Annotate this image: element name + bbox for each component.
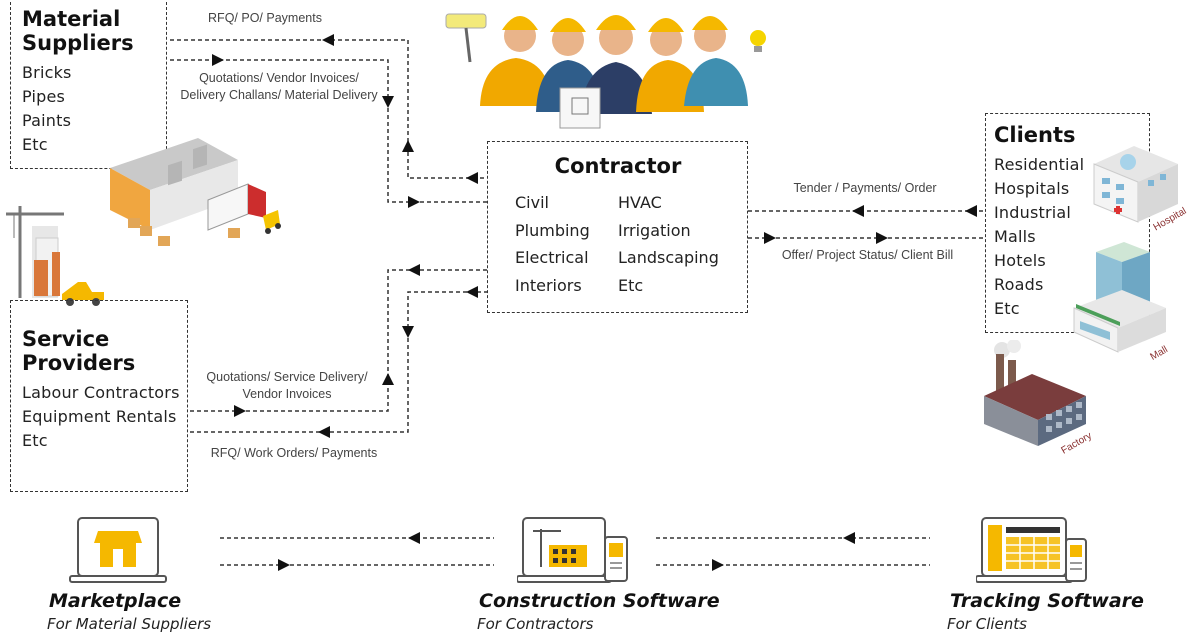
flow-label-line: Quotations/ Service Delivery/ bbox=[206, 370, 368, 384]
clients-content: Clients Residential Hospitals Industrial… bbox=[994, 123, 1084, 321]
flow-label-rfq-po: RFQ/ PO/ Payments bbox=[208, 11, 322, 25]
arrow-right bbox=[764, 232, 776, 244]
clients-box bbox=[985, 113, 1150, 333]
flow-label-line: Delivery Challans/ Material Delivery bbox=[180, 88, 378, 102]
arrow-up bbox=[402, 140, 414, 152]
contractor-title: Contractor bbox=[554, 154, 682, 178]
service-providers-box bbox=[10, 300, 188, 492]
flow-label-line: Vendor Invoices bbox=[242, 387, 332, 401]
service-item: Equipment Rentals bbox=[22, 407, 177, 426]
clients-title: Clients bbox=[994, 123, 1076, 147]
construction-software-subtitle: For Contractors bbox=[477, 615, 594, 633]
workers-illustration bbox=[445, 13, 766, 129]
arrow-right bbox=[408, 196, 420, 208]
material-suppliers-content: Material Suppliers Bricks Pipes Paints E… bbox=[22, 7, 134, 157]
arrow-left bbox=[322, 34, 334, 46]
flow-label-quotations-service: Quotations/ Service Delivery/ Vendor Inv… bbox=[196, 369, 378, 403]
service-providers-title-line2: Providers bbox=[22, 351, 136, 375]
arrow-right bbox=[234, 405, 246, 417]
material-item: Etc bbox=[22, 135, 48, 154]
tracking-software-laptop-icon bbox=[976, 517, 1087, 583]
marketplace-subtitle: For Material Suppliers bbox=[47, 615, 212, 633]
service-providers-title-line1: Service bbox=[22, 327, 110, 351]
material-item: Paints bbox=[22, 111, 72, 130]
arrow-left bbox=[852, 205, 864, 217]
service-item: Labour Contractors bbox=[22, 383, 180, 402]
arrow-left bbox=[965, 205, 977, 217]
contractor-service: Civil bbox=[515, 193, 549, 212]
hospital-illustration bbox=[1093, 146, 1178, 223]
client-item: Etc bbox=[994, 299, 1020, 318]
arrow-left bbox=[408, 532, 420, 544]
arrow-up bbox=[382, 373, 394, 385]
material-suppliers-box bbox=[10, 2, 167, 169]
arrow-left bbox=[318, 426, 330, 438]
tracking-software-title: Tracking Software bbox=[950, 590, 1144, 612]
construction-site-illustration bbox=[6, 206, 104, 306]
contractor-service: Plumbing bbox=[515, 220, 590, 240]
factory-illustration bbox=[984, 340, 1086, 446]
client-item: Hospitals bbox=[994, 179, 1070, 198]
arrow-down bbox=[382, 96, 394, 108]
warehouse-illustration bbox=[110, 138, 281, 246]
service-providers-content: Service Providers Labour Contractors Equ… bbox=[22, 327, 180, 453]
arrow-left bbox=[466, 286, 478, 298]
marketplace-laptop-icon bbox=[69, 517, 167, 583]
client-item: Roads bbox=[994, 275, 1044, 294]
arrow-left bbox=[843, 532, 855, 544]
tracking-software-subtitle: For Clients bbox=[947, 615, 1027, 633]
arrowheads bbox=[212, 34, 977, 571]
contractor-service: HVAC bbox=[618, 193, 662, 212]
client-item: Residential bbox=[994, 155, 1085, 174]
arrow-right bbox=[212, 54, 224, 66]
service-item: Etc bbox=[22, 431, 48, 450]
client-item: Malls bbox=[994, 227, 1036, 246]
arrow-right bbox=[876, 232, 888, 244]
construction-software-title: Construction Software bbox=[479, 590, 720, 612]
material-suppliers-title-line2: Suppliers bbox=[22, 31, 134, 55]
flow-label-line: Quotations/ Vendor Invoices/ bbox=[199, 71, 359, 85]
arrow-right bbox=[278, 559, 290, 571]
contractor-col-2: HVAC Irrigation Landscaping Etc bbox=[618, 189, 719, 299]
material-suppliers-title-line1: Material bbox=[22, 7, 121, 31]
arrow-right bbox=[712, 559, 724, 571]
marketplace-title: Marketplace bbox=[49, 590, 182, 612]
flow-label-quotations-material: Quotations/ Vendor Invoices/ Delivery Ch… bbox=[168, 70, 390, 104]
contractor-box bbox=[487, 141, 748, 313]
contractor-service: Irrigation bbox=[618, 220, 691, 240]
client-item: Hotels bbox=[994, 251, 1046, 270]
contractor-service: Electrical bbox=[515, 248, 589, 267]
arrow-left bbox=[466, 172, 478, 184]
arrow-down bbox=[402, 326, 414, 338]
material-item: Bricks bbox=[22, 63, 72, 82]
flow-label-offer: Offer/ Project Status/ Client Bill bbox=[781, 248, 954, 262]
mall-illustration bbox=[1073, 242, 1166, 353]
material-item: Pipes bbox=[22, 87, 66, 106]
contractor-service: Landscaping bbox=[618, 248, 719, 267]
flow-label-rfq-work: RFQ/ Work Orders/ Payments bbox=[210, 446, 378, 460]
contractor-service: Etc bbox=[618, 275, 644, 295]
construction-software-laptop-icon bbox=[517, 517, 628, 583]
arrow-left bbox=[408, 264, 420, 276]
flow-label-tender: Tender / Payments/ Order bbox=[793, 181, 937, 195]
contractor-col-1: Civil Plumbing Electrical Interiors bbox=[515, 189, 590, 299]
contractor-service: Interiors bbox=[515, 275, 582, 295]
client-item: Industrial bbox=[994, 203, 1072, 222]
